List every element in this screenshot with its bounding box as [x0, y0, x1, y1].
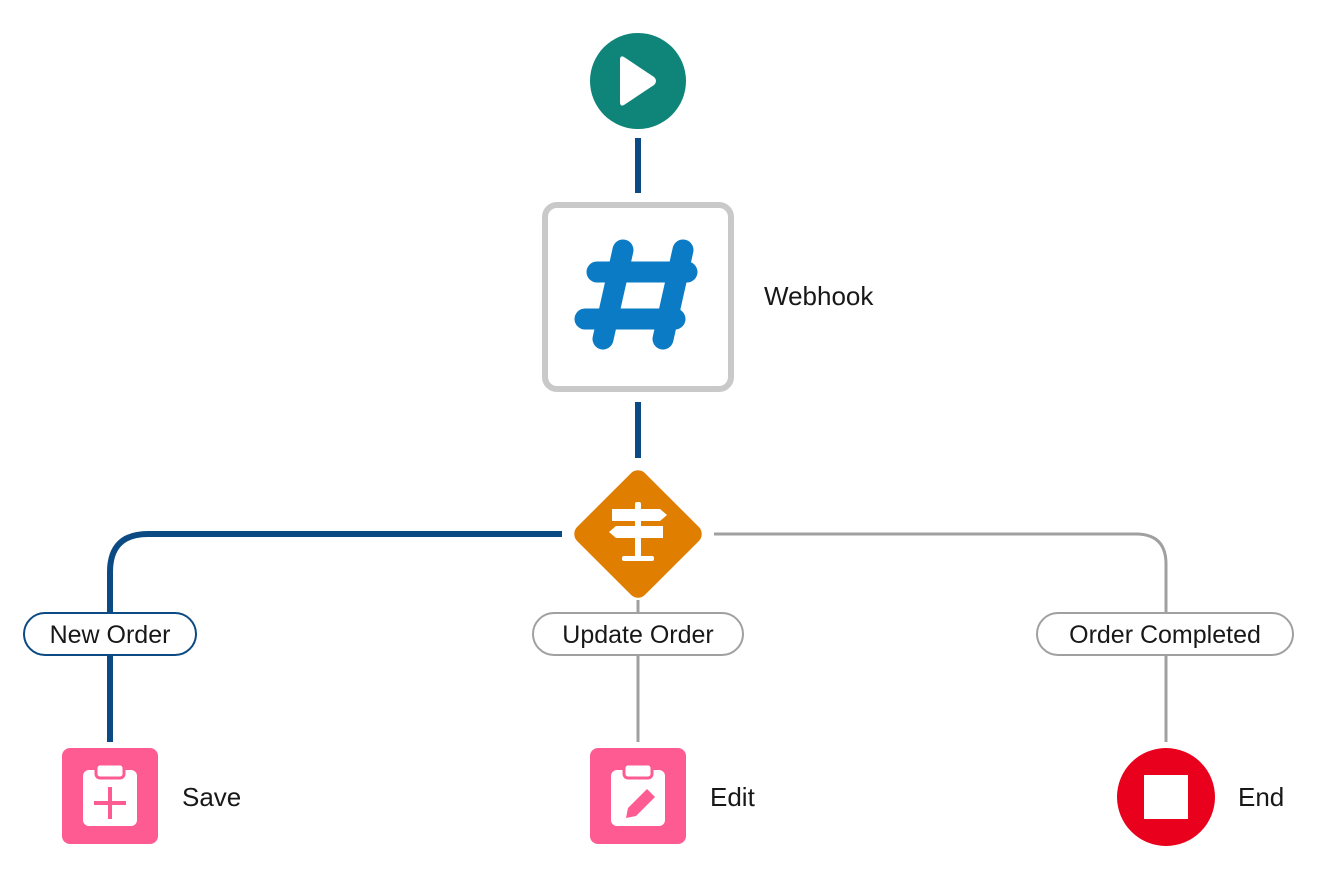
clipboard-plus-icon: [83, 762, 137, 826]
decision-node[interactable]: [570, 466, 706, 602]
branch-pill-order-completed[interactable]: Order Completed: [1036, 612, 1294, 656]
save-node[interactable]: [62, 748, 158, 844]
webhook-node[interactable]: [542, 202, 734, 392]
stop-icon: [1144, 775, 1188, 819]
end-node[interactable]: [1117, 748, 1215, 846]
connector-decision-order-completed: [714, 532, 1168, 612]
hashtag-icon: [574, 239, 698, 350]
signpost-icon: [609, 502, 667, 561]
clipboard-pencil-icon: [611, 762, 665, 826]
edit-node[interactable]: [590, 748, 686, 844]
connectors: [107, 138, 1168, 742]
connector-decision-new-order: [107, 531, 562, 612]
start-node[interactable]: [590, 33, 686, 129]
webhook-label: Webhook: [764, 281, 874, 311]
save-label: Save: [182, 782, 242, 812]
end-label: End: [1238, 782, 1285, 812]
play-icon: [620, 56, 656, 106]
edit-label: Edit: [710, 782, 755, 812]
branch-pill-update-order[interactable]: Update Order: [532, 612, 744, 656]
branch-pill-new-order[interactable]: New Order: [23, 612, 197, 656]
